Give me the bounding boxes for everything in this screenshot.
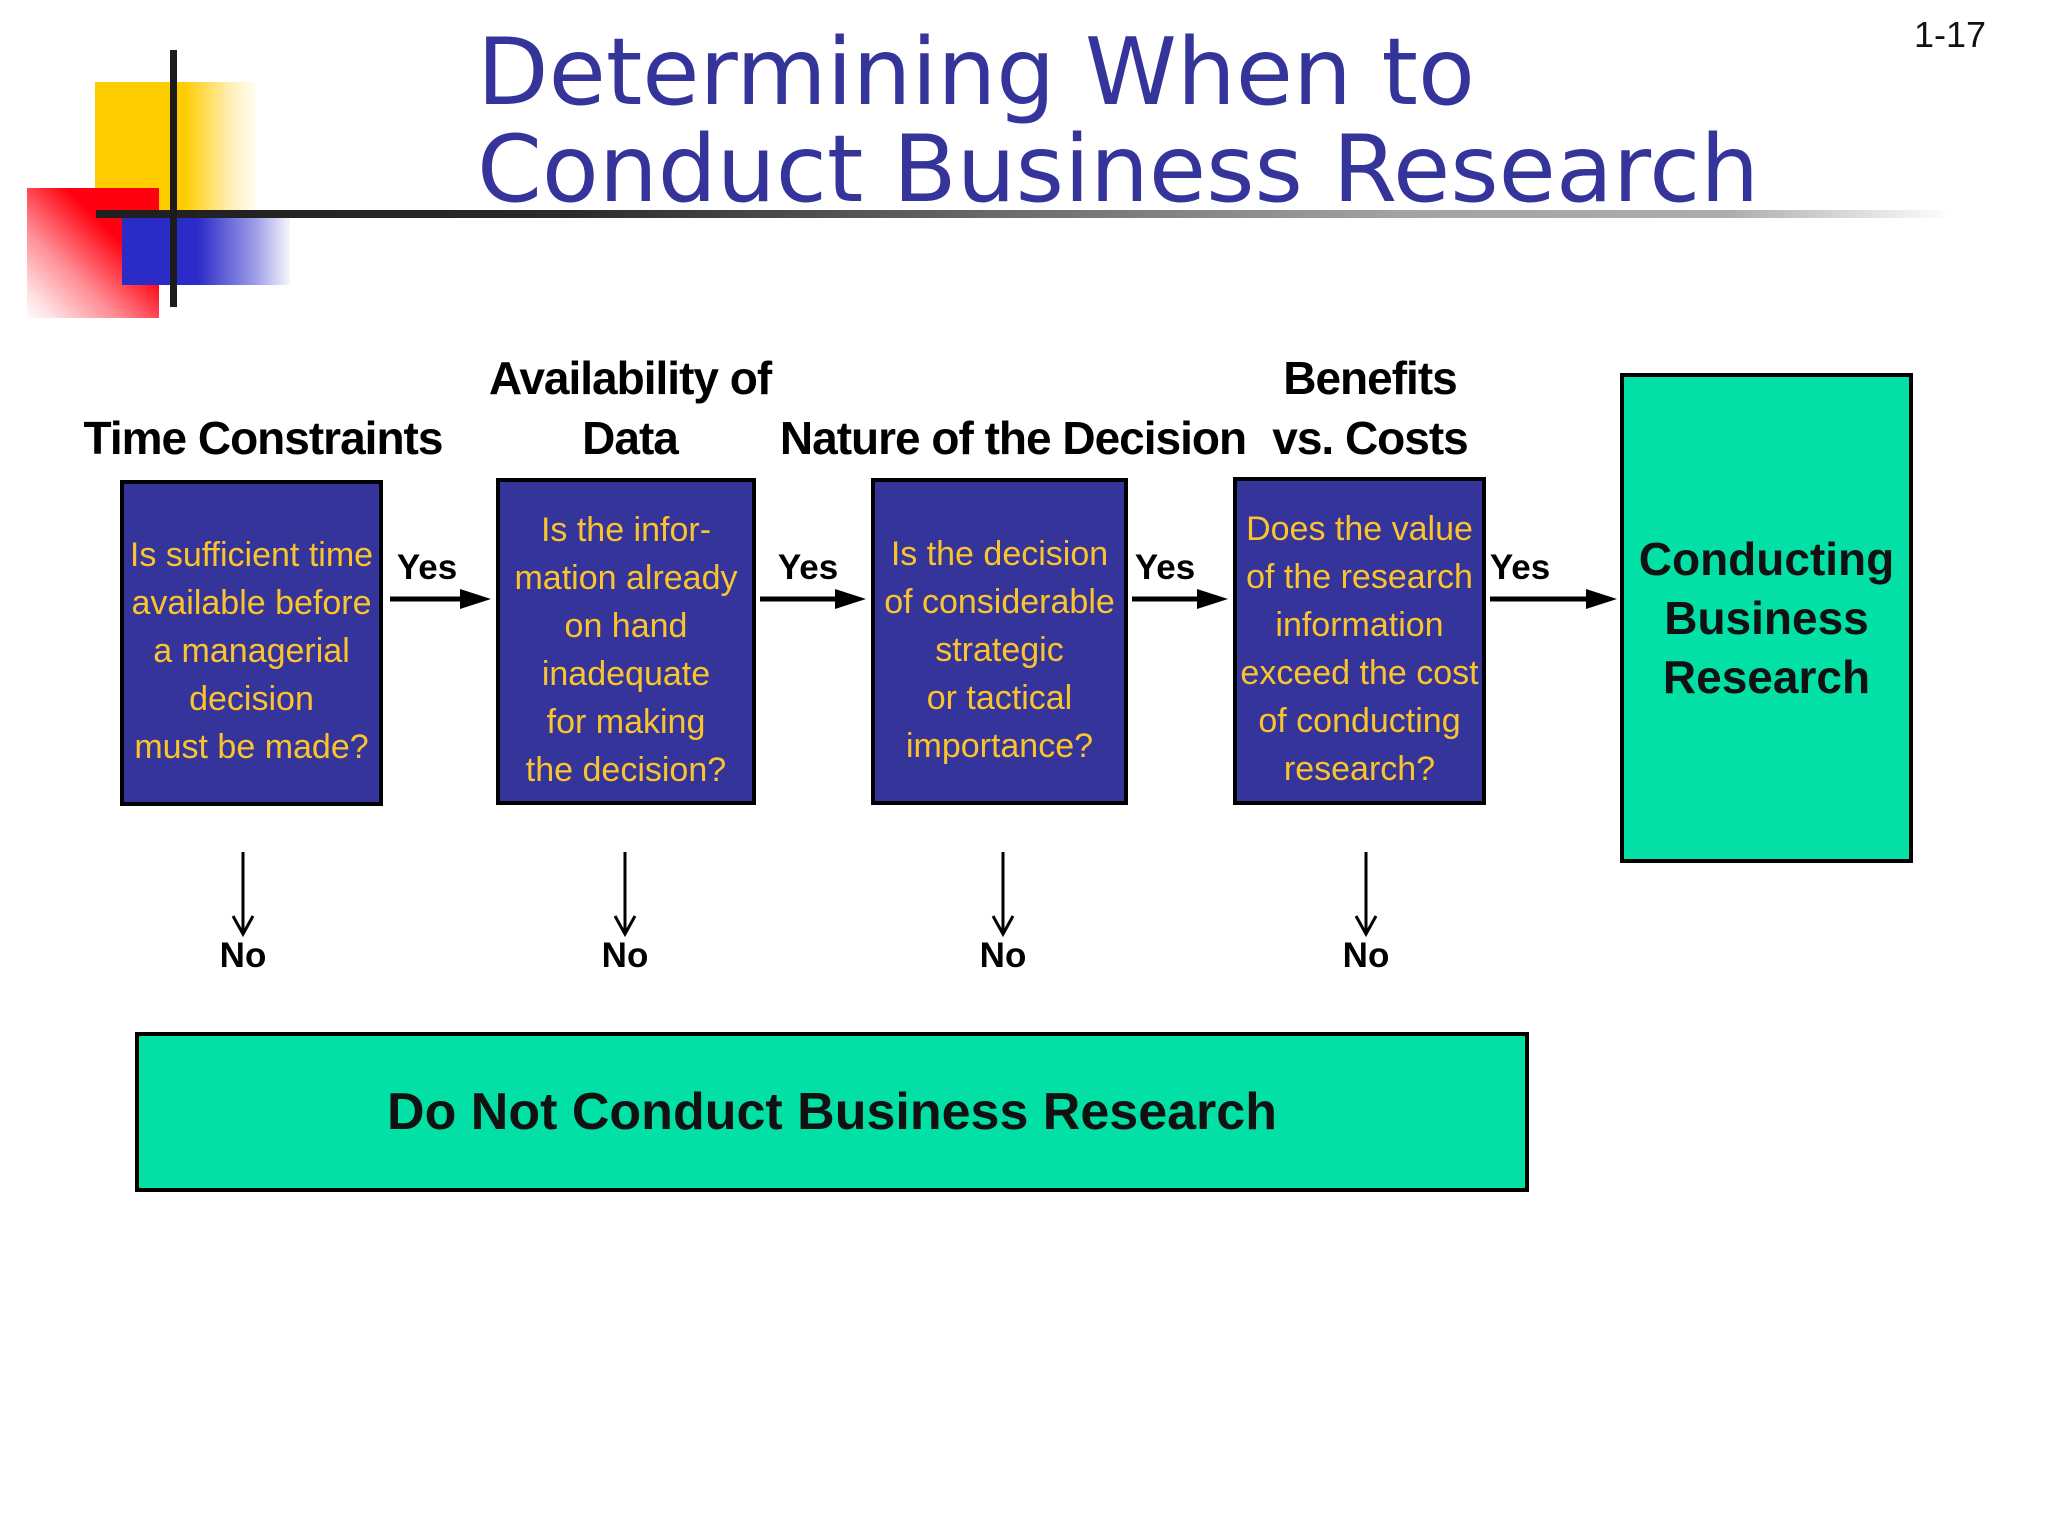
question-box-time-constraints: Is sufficient time available before a ma…	[120, 480, 383, 806]
no-arrow-3	[991, 852, 1015, 938]
question-box-nature-of-decision: Is the decision of considerable strategi…	[871, 478, 1128, 805]
question-text: Is the decision of considerable strategi…	[884, 534, 1115, 765]
slide-title: Determining When to Conduct Business Res…	[477, 18, 1760, 223]
header-benefits-vs-costs: Benefits vs. Costs	[1272, 352, 1469, 464]
yes-label-1: Yes	[396, 548, 458, 587]
yes-arrow-4	[1490, 589, 1617, 609]
yes-label-2: Yes	[777, 548, 839, 587]
header-availability-of-data: Availability of Data	[488, 352, 772, 464]
outcome-conduct-text: Conducting Business Research	[1638, 532, 1895, 703]
no-arrow-2	[613, 852, 637, 938]
outcome-conducting-business-research: Conducting Business Research	[1620, 373, 1913, 863]
no-arrow-1	[231, 852, 255, 938]
header-nature-of-the-decision: Nature of the Decision	[779, 412, 1247, 464]
logo-vertical-line	[170, 50, 177, 307]
no-arrow-4	[1354, 852, 1378, 938]
horizontal-rule	[96, 210, 1952, 218]
header-time-constraints: Time Constraints	[83, 412, 444, 464]
yes-arrow-3	[1132, 589, 1228, 609]
logo-blue-square	[122, 212, 290, 285]
question-text: Is the infor- mation already on hand ina…	[514, 510, 738, 789]
outcome-do-not-text: Do Not Conduct Business Research	[387, 1083, 1277, 1141]
yes-label-4: Yes	[1489, 548, 1551, 587]
question-box-availability-of-data: Is the infor- mation already on hand ina…	[496, 478, 756, 805]
question-box-benefits-vs-costs: Does the value of the research informati…	[1233, 477, 1486, 805]
no-label-2: No	[601, 936, 649, 975]
question-text: Does the value of the research informati…	[1240, 510, 1479, 788]
no-label-3: No	[979, 936, 1027, 975]
slide-number: 1-17	[1913, 14, 1986, 55]
yes-arrow-2	[760, 589, 866, 609]
no-label-1: No	[219, 936, 267, 975]
yes-label-3: Yes	[1134, 548, 1196, 587]
question-text: Is sufficient time available before a ma…	[129, 536, 374, 766]
no-label-4: No	[1342, 936, 1390, 975]
yes-arrow-1	[390, 589, 491, 609]
outcome-do-not-conduct-business-research: Do Not Conduct Business Research	[135, 1032, 1529, 1192]
